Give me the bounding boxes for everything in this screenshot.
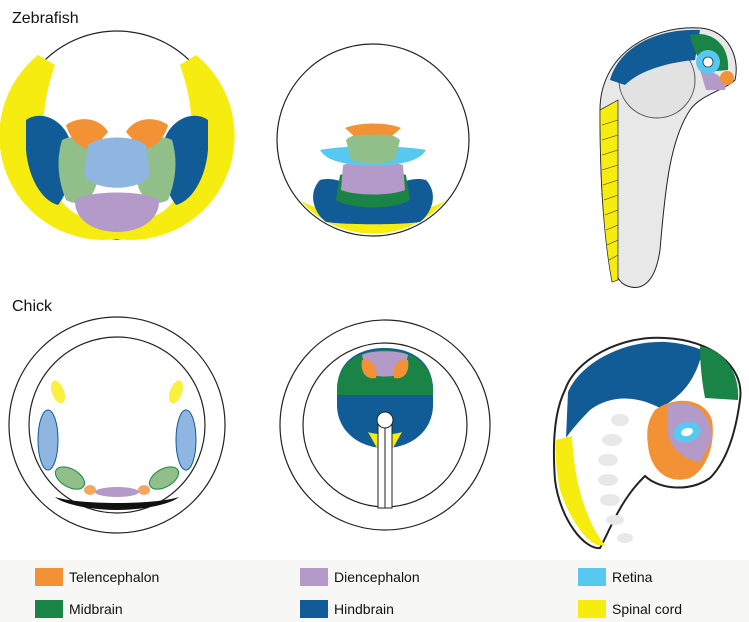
midbrain-label: Midbrain — [69, 601, 123, 617]
zebrafish-row-label: Zebrafish — [12, 10, 79, 28]
zebrafish-late-gastrula — [277, 44, 469, 236]
fate-map-figure — [0, 0, 749, 560]
spinal-cord-label: Spinal cord — [612, 601, 682, 617]
legend-item-midbrain: Midbrain — [35, 598, 123, 620]
legend-item-telencephalon: Telencephalon — [35, 566, 159, 588]
chick-neural-plate — [280, 320, 490, 530]
legend-item-spinal-cord: Spinal cord — [578, 598, 682, 620]
spinal-cord-swatch — [578, 600, 606, 618]
hindbrain-swatch — [300, 600, 328, 618]
zebrafish-early-gastrula — [0, 31, 235, 240]
midbrain-swatch — [35, 600, 63, 618]
retina-swatch — [578, 568, 606, 586]
telencephalon-swatch — [35, 568, 63, 586]
zebrafish-embryo — [600, 28, 736, 288]
chick-row-label: Chick — [12, 298, 52, 316]
legend-item-hindbrain: Hindbrain — [300, 598, 394, 620]
legend-item-retina: Retina — [578, 566, 652, 588]
telencephalon-label: Telencephalon — [69, 569, 159, 585]
hindbrain-label: Hindbrain — [334, 601, 394, 617]
retina-label: Retina — [612, 569, 652, 585]
chick-early-stage — [9, 317, 225, 533]
legend: Telencephalon Diencephalon Retina Midbra… — [0, 560, 749, 622]
chick-embryo — [554, 338, 741, 548]
legend-item-diencephalon: Diencephalon — [300, 566, 420, 588]
diencephalon-label: Diencephalon — [334, 569, 420, 585]
diencephalon-swatch — [300, 568, 328, 586]
